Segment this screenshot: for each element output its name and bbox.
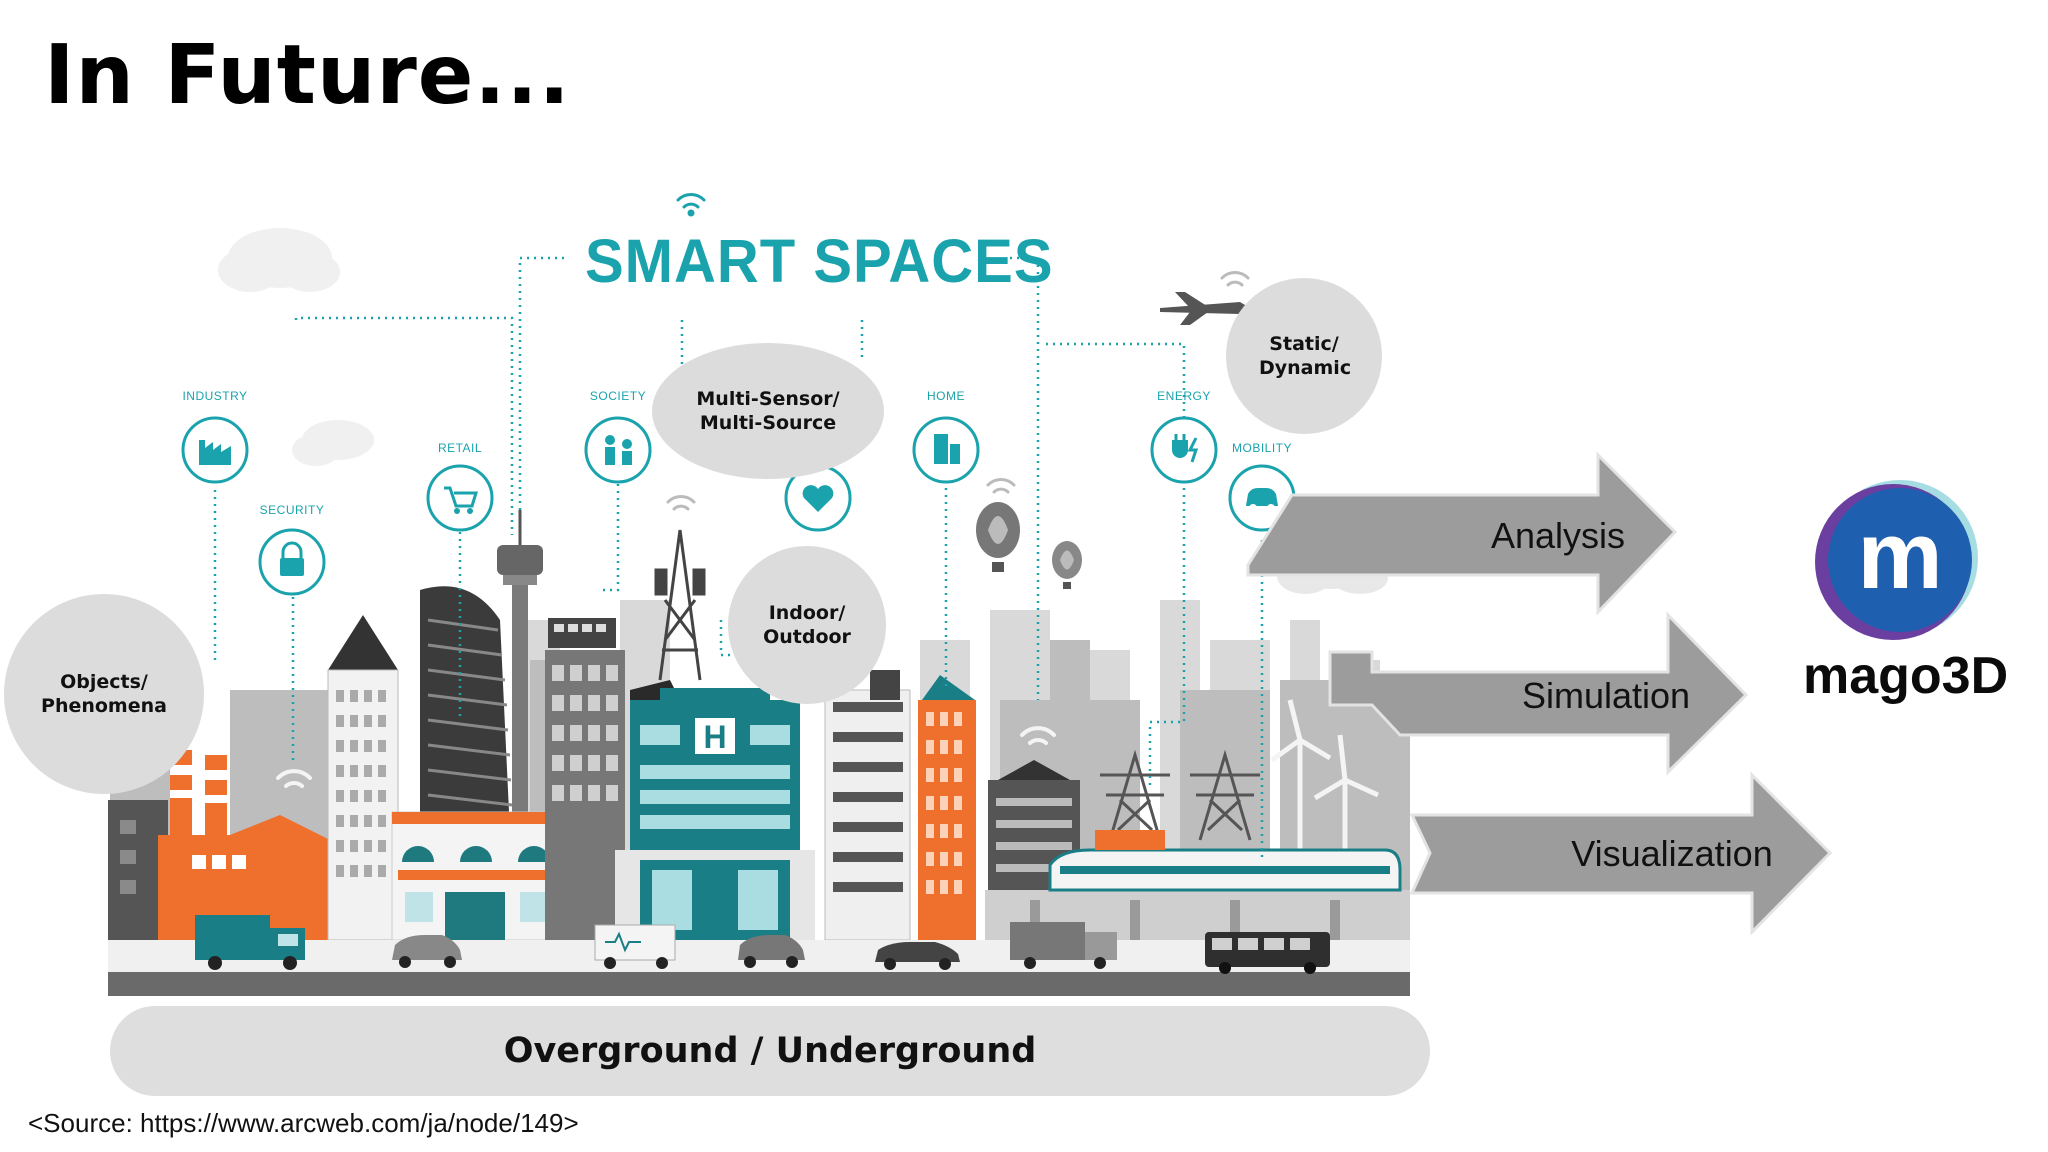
hot-air-balloon-icon <box>1052 541 1082 589</box>
wifi-icon <box>676 193 706 217</box>
multi-sensor-label: Multi-Sensor/ Multi-Source <box>696 388 840 434</box>
wifi-icon <box>1020 726 1056 745</box>
security-icon <box>258 528 326 596</box>
objects-phenomena-bubble: Objects/ Phenomena <box>4 594 204 794</box>
cloud-icon <box>292 420 374 466</box>
connector-lines <box>213 256 1264 860</box>
category-energy-label: ENERGY <box>1157 389 1211 403</box>
road <box>108 972 1410 996</box>
ambulance-icon <box>594 924 676 969</box>
category-society-label: SOCIETY <box>590 389 646 403</box>
mobility-icon <box>1228 464 1296 532</box>
retail-icon <box>426 464 494 532</box>
tv-tower <box>497 510 543 885</box>
source-citation: <Source: https://www.arcweb.com/ja/node/… <box>28 1108 579 1138</box>
wifi-icon <box>276 769 312 788</box>
power-pylon-icon <box>1100 749 1170 841</box>
overground-underground-label: Overground / Underground <box>503 1031 1037 1071</box>
analysis-arrow: Analysis <box>1246 451 1678 616</box>
multi-sensor-bubble: Multi-Sensor/ Multi-Source <box>652 343 884 479</box>
wifi-icon <box>666 495 696 511</box>
van-icon <box>1010 922 1117 969</box>
wind-turbine-icon <box>1270 699 1332 860</box>
orange-tower <box>918 675 976 940</box>
mago3d-logo: m <box>1815 480 1978 640</box>
mago3d-brand-label: mago3D <box>1803 647 2009 705</box>
bus-icon <box>1205 932 1330 974</box>
static-dynamic-label: Static/ Dynamic <box>1259 333 1352 379</box>
analysis-label: Analysis <box>1491 515 1625 556</box>
retail-shop <box>391 811 563 941</box>
industry-icon <box>181 416 249 484</box>
airplane-icon <box>1160 292 1250 325</box>
objects-phenomena-label: Objects/ Phenomena <box>41 671 167 717</box>
indoor-outdoor-bubble: Indoor/ Outdoor <box>728 546 886 704</box>
slide-title: In Future... <box>44 28 571 123</box>
cloud-icon <box>218 228 340 292</box>
hospital-sign: H <box>703 719 726 755</box>
logo-letter: m <box>1857 502 1942 609</box>
visualization-label: Visualization <box>1571 833 1772 874</box>
wifi-icon <box>1220 271 1250 287</box>
indoor-outdoor-label: Indoor/ Outdoor <box>763 602 851 648</box>
office-tower <box>327 615 399 941</box>
visualization-arrow: Visualization <box>1409 771 1833 936</box>
category-security-label: SECURITY <box>260 503 325 517</box>
power-pylon-icon <box>1190 749 1260 841</box>
apartment-building <box>824 670 911 941</box>
simulation-arrow: Simulation <box>1328 611 1749 776</box>
society-icon <box>584 416 652 484</box>
antenna-mast <box>654 529 706 681</box>
car-icon <box>738 935 805 968</box>
category-mobility-label: MOBILITY <box>1232 441 1292 455</box>
hospital-building: H <box>615 680 815 940</box>
smart-spaces-heading: SMART SPACES <box>585 227 1054 296</box>
factory-building <box>108 750 360 940</box>
wifi-icon <box>986 478 1016 494</box>
gray-office-building <box>545 618 625 940</box>
simulation-label: Simulation <box>1522 675 1690 716</box>
hot-air-balloon-icon <box>976 502 1020 572</box>
category-retail-label: RETAIL <box>438 441 482 455</box>
static-dynamic-bubble: Static/ Dynamic <box>1226 278 1382 434</box>
category-home-label: HOME <box>927 389 965 403</box>
home-icon <box>912 416 980 484</box>
car-icon <box>392 935 462 968</box>
energy-icon <box>1150 416 1218 484</box>
overground-underground-bar: Overground / Underground <box>110 1006 1430 1096</box>
category-industry-label: INDUSTRY <box>182 389 247 403</box>
car-icon <box>875 942 960 970</box>
truck-icon <box>195 915 305 970</box>
